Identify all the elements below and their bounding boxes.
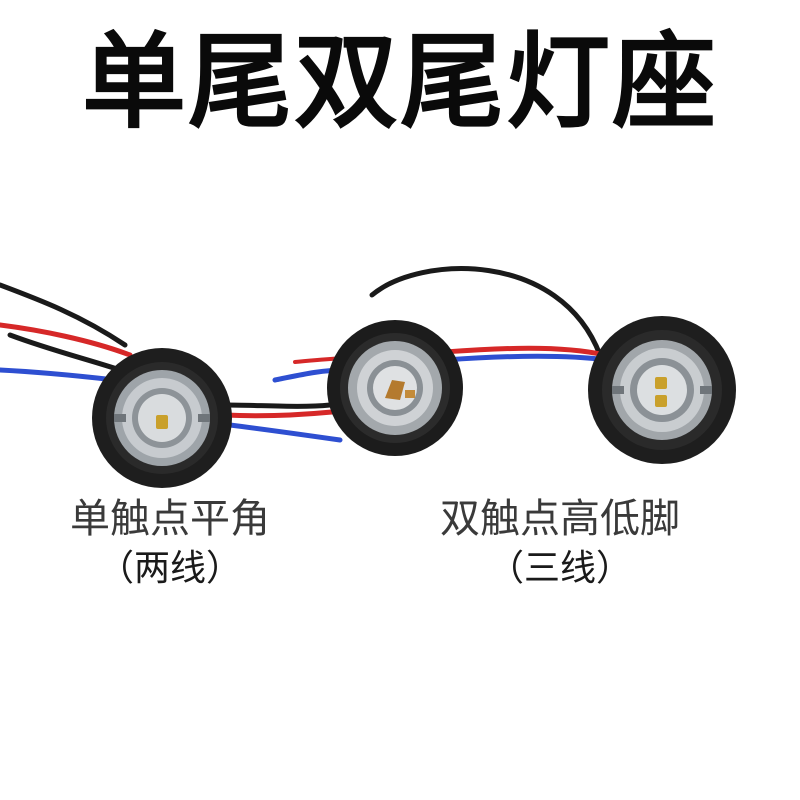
socket-single-contact <box>92 348 232 488</box>
contact-icon <box>385 380 405 400</box>
contact-icon <box>156 415 168 429</box>
contact-icon <box>655 377 667 389</box>
left-socket-label: 单触点平角 <box>70 496 270 542</box>
left-socket-sublabel: （两线） <box>97 548 242 589</box>
socket-open-view <box>327 320 463 456</box>
sockets-photo <box>0 266 736 488</box>
right-socket-label: 双触点高低脚 <box>440 496 680 542</box>
socket-double-contact <box>588 316 736 464</box>
contact-icon <box>655 395 667 407</box>
page-title: 单尾双尾灯座 <box>81 21 718 143</box>
wire-bundle-right <box>369 266 611 363</box>
right-socket-sublabel: （三线） <box>487 548 632 589</box>
wire-bundle-left <box>0 282 133 383</box>
